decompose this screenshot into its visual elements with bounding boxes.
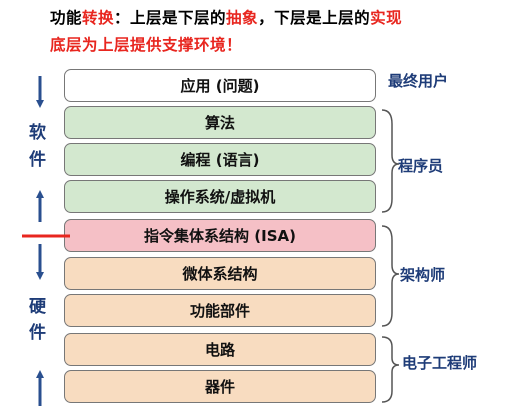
layer-circuits: 电路: [64, 333, 376, 366]
layer-functional-units: 功能部件: [64, 294, 376, 327]
brace-programmer-icon: [381, 109, 400, 213]
layer-label: 功能部件: [189, 302, 250, 320]
layer-label: 电路: [204, 341, 235, 359]
brace-architect-icon: [381, 225, 400, 327]
heading-segment: 功能: [50, 9, 83, 27]
layer-label: 指令集体系结构 (ISA): [144, 227, 296, 245]
role-electronic-engineer: 电子工程师: [402, 354, 478, 372]
layer-label: 编程 (语言): [180, 151, 260, 169]
heading-segment: 抽象: [226, 9, 259, 27]
brace-engineer-icon: [381, 336, 400, 403]
heading-segment: ：上层是下层的: [114, 9, 227, 27]
layer-os-vm: 操作系统/虚拟机: [64, 180, 376, 213]
hardware-char-1: 硬: [29, 297, 46, 317]
layer-algorithm: 算法: [64, 106, 376, 139]
layer-label: 微体系结构: [182, 265, 258, 283]
hardware-char-2: 件: [29, 323, 46, 343]
heading-segment: ，下层是上层的: [258, 9, 371, 27]
layer-programming: 编程 (语言): [64, 143, 376, 176]
role-programmer: 程序员: [398, 157, 444, 175]
layer-isa: 指令集体系结构 (ISA): [64, 219, 376, 252]
heading-segment: 底层为上层提供支撑环境！: [50, 36, 243, 54]
role-architect: 架构师: [400, 266, 446, 284]
heading-line-2: 底层为上层提供支撑环境！: [50, 33, 242, 55]
heading-segment: 实现: [370, 9, 403, 27]
layer-label: 算法: [204, 114, 235, 132]
software-char-1: 软: [29, 123, 46, 143]
heading-line-1: 功能转换：上层是下层的抽象，下层是上层的实现: [50, 6, 402, 28]
software-char-2: 件: [29, 150, 46, 170]
layer-label: 器件: [204, 378, 235, 396]
layer-devices: 器件: [64, 370, 376, 403]
role-end-user: 最终用户: [388, 72, 449, 90]
heading-segment: 转换: [82, 9, 115, 27]
layer-label: 操作系统/虚拟机: [164, 188, 276, 206]
layer-label: 应用 (问题): [180, 77, 260, 95]
layer-application: 应用 (问题): [64, 69, 376, 102]
layer-microarchitecture: 微体系结构: [64, 257, 376, 290]
